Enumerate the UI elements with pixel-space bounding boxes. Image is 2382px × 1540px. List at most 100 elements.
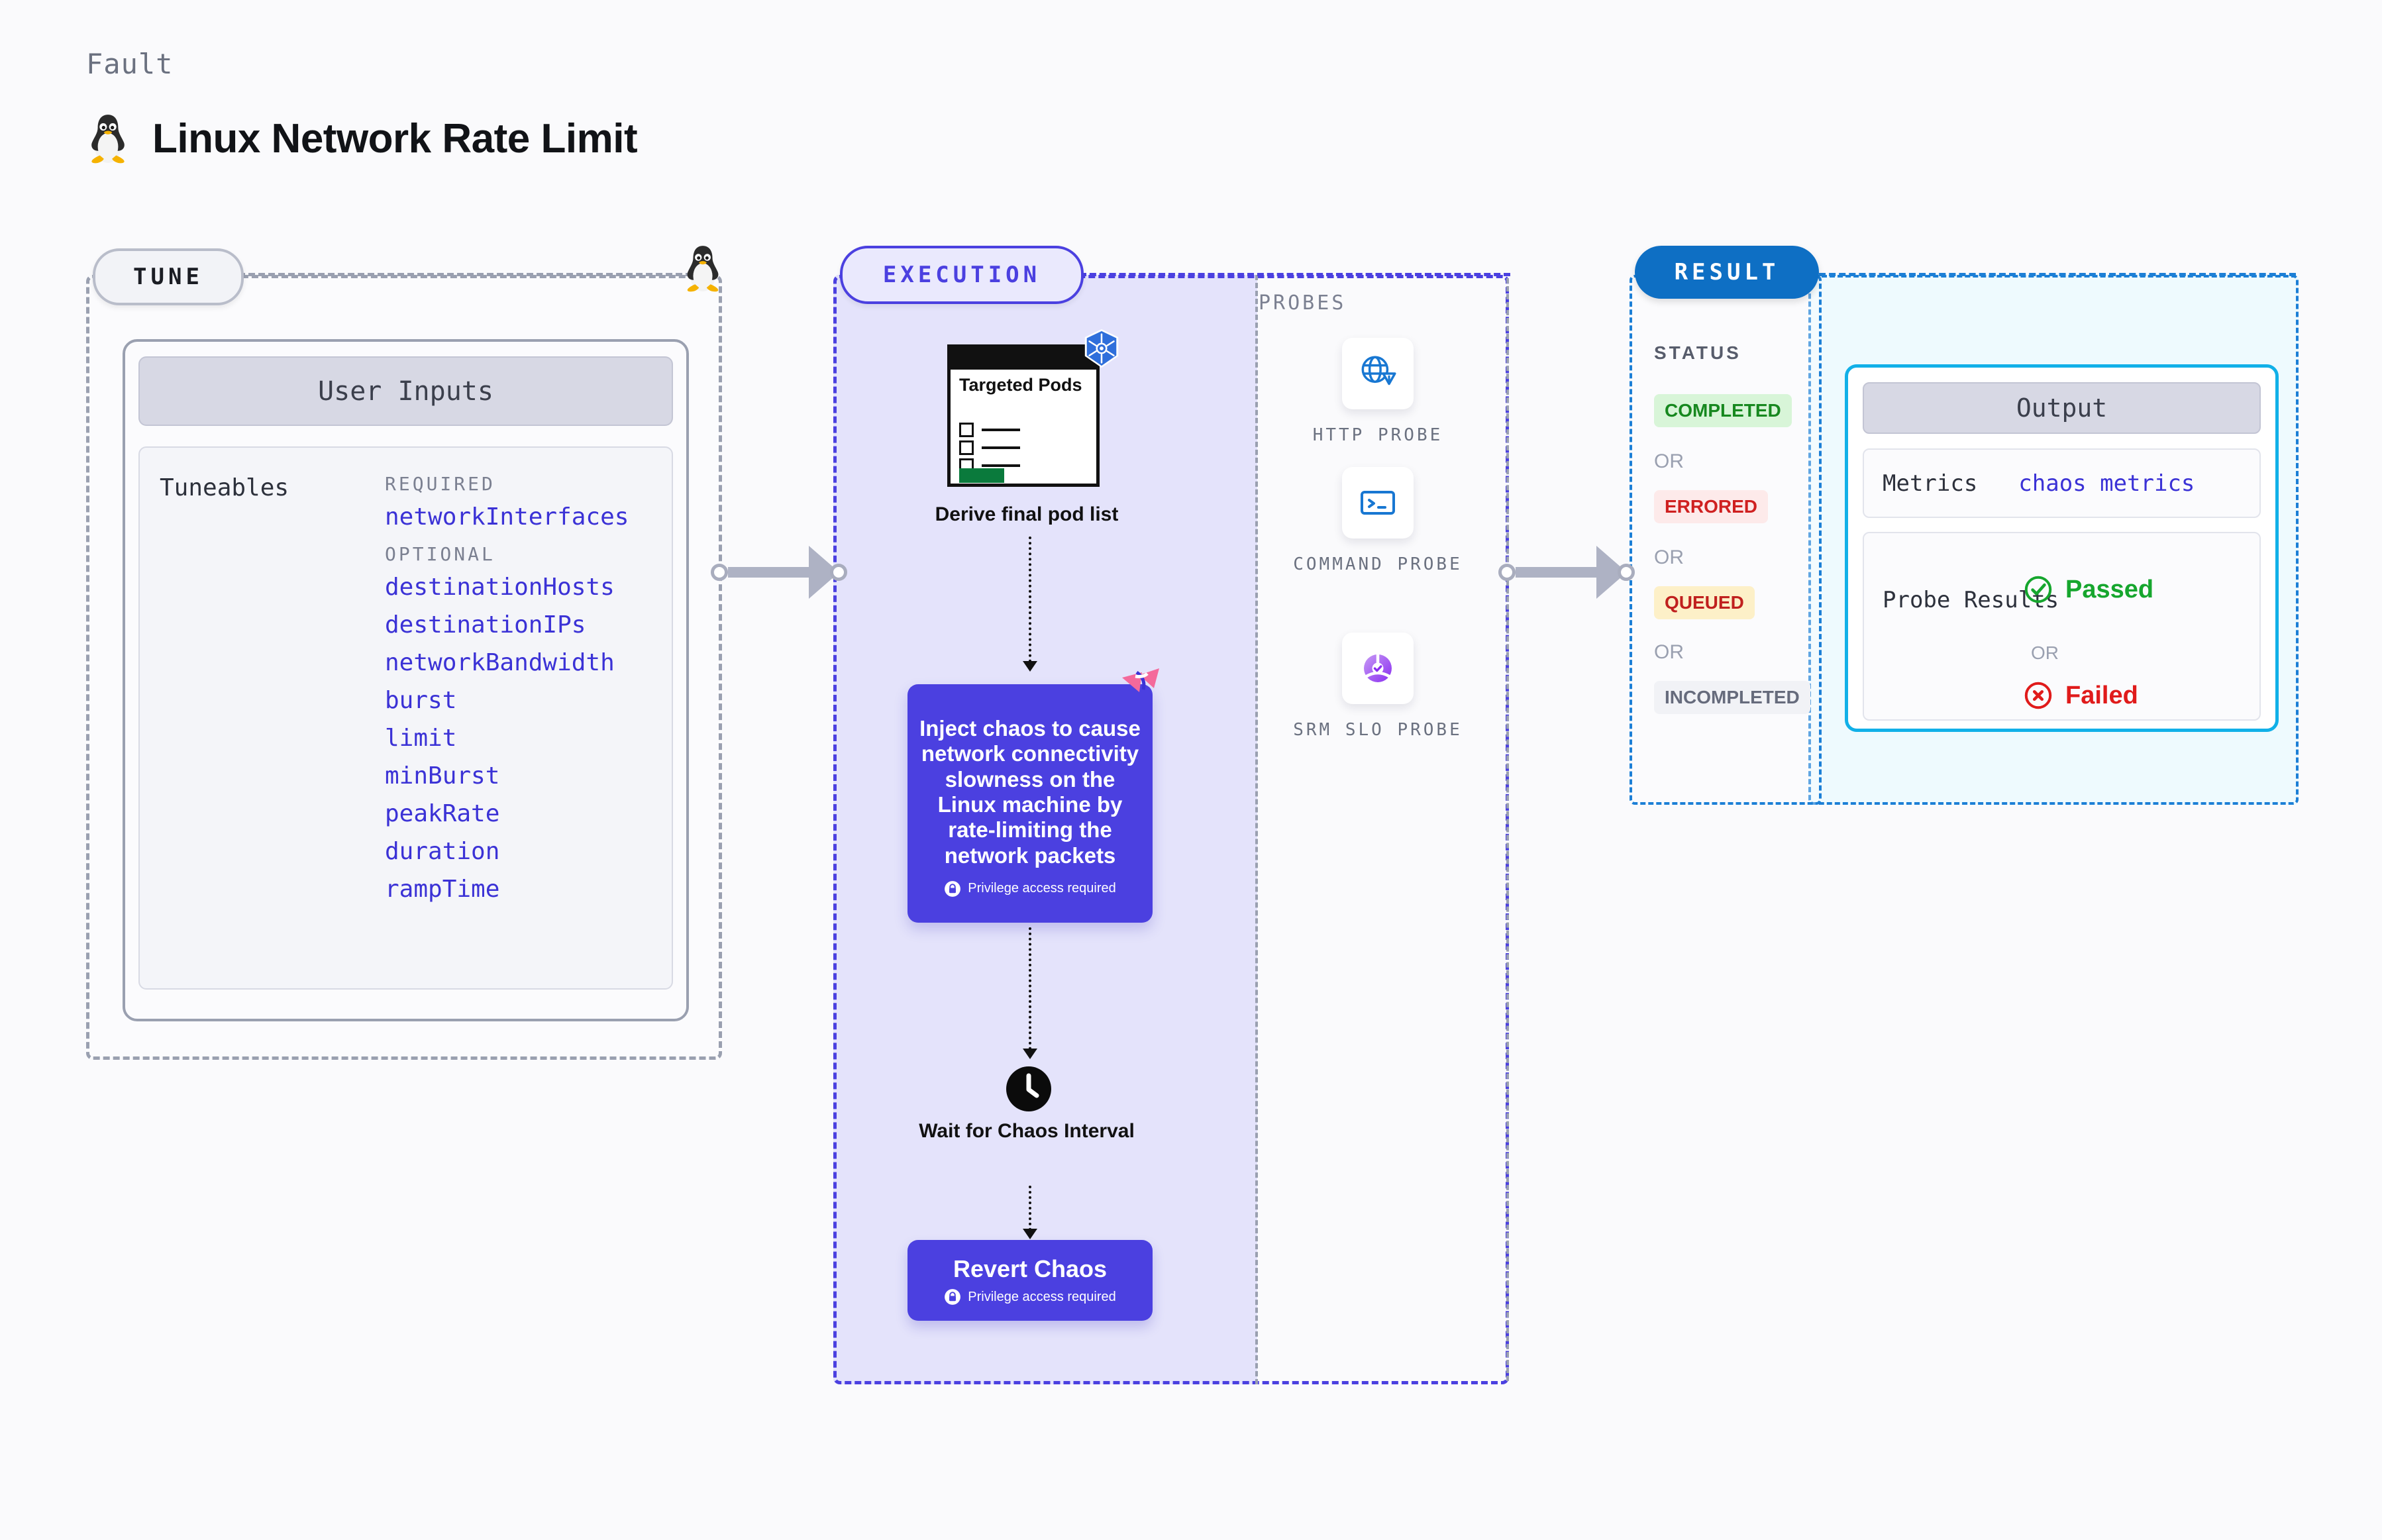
arrow-shaft xyxy=(728,567,809,578)
tuneable-item[interactable]: minBurst xyxy=(385,762,500,790)
progress-bar xyxy=(959,468,1004,483)
metrics-key: Metrics xyxy=(1883,470,1978,497)
inject-chaos-text: Inject chaos to cause network connectivi… xyxy=(919,716,1141,868)
metrics-value[interactable]: chaos metrics xyxy=(2018,470,2195,497)
execution-connector-line xyxy=(1080,273,1510,276)
probe-label: HTTP PROBE xyxy=(1312,425,1443,445)
status-label: STATUS xyxy=(1654,342,1741,363)
placeholder-line xyxy=(982,429,1020,431)
terminal-icon xyxy=(1342,467,1414,539)
linux-penguin-icon xyxy=(682,244,723,296)
probe-result-failed: Failed xyxy=(2023,680,2138,711)
pods-list-item xyxy=(959,440,1020,455)
status-badge-errored: ERRORED xyxy=(1654,490,1769,523)
probe-label: COMMAND PROBE xyxy=(1293,554,1463,574)
revert-chaos-title: Revert Chaos xyxy=(953,1255,1108,1282)
globe-warning-icon xyxy=(1342,338,1414,409)
tuneables-group-required: REQUIRED xyxy=(385,473,495,495)
probes-label: PROBES xyxy=(1259,291,1347,315)
user-inputs-card: User Inputs Tuneables REQUIRED networkIn… xyxy=(123,339,689,1021)
arrow-shaft xyxy=(1516,567,1596,578)
probe-label: SRM SLO PROBE xyxy=(1293,720,1463,740)
linux-penguin-icon xyxy=(86,113,130,164)
tune-connector-line xyxy=(238,273,702,276)
probe-results-row: Probe Results Passed OR Failed xyxy=(1863,532,2261,721)
arrow-execution-to-result xyxy=(1498,546,1635,599)
status-or-label: OR xyxy=(1654,546,1684,568)
wait-interval-caption: Wait for Chaos Interval xyxy=(919,1120,1135,1142)
flow-arrow-line xyxy=(1029,1186,1031,1231)
result-badge[interactable]: RESULT xyxy=(1635,246,1819,299)
derive-pod-list-caption: Derive final pod list xyxy=(935,503,1119,525)
probe-srm-slo[interactable]: SRM SLO PROBE xyxy=(1278,633,1477,742)
metrics-row: Metrics chaos metrics xyxy=(1863,448,2261,518)
arrow-end-dot xyxy=(1618,564,1635,581)
status-badge-incompleted: INCOMPLETED xyxy=(1654,681,1810,714)
probes-panel-right-edge xyxy=(1506,278,1509,1381)
arrow-start-dot xyxy=(711,564,728,581)
lock-icon xyxy=(945,880,961,897)
probe-passed-label: Passed xyxy=(2065,575,2154,603)
tuneables-group-optional: OPTIONAL xyxy=(385,543,495,565)
checkbox-icon xyxy=(959,440,974,455)
revert-chaos-box[interactable]: Revert Chaos Privilege access required xyxy=(907,1240,1153,1321)
flow-arrow-tip xyxy=(1023,1049,1037,1059)
status-badge-queued: QUEUED xyxy=(1654,586,1755,619)
result-connector-line xyxy=(1819,273,2296,276)
page-title: Linux Network Rate Limit xyxy=(152,115,638,162)
flow-arrow-tip xyxy=(1023,1229,1037,1239)
clock-icon xyxy=(1005,1065,1053,1116)
arrow-start-dot xyxy=(1498,564,1516,581)
probe-results-key: Probe Results xyxy=(1883,587,2059,613)
output-card: Output Metrics chaos metrics Probe Resul… xyxy=(1845,364,2279,732)
tuneables-list: REQUIRED networkInterfaces OPTIONAL dest… xyxy=(385,469,629,915)
tuneable-item[interactable]: burst xyxy=(385,687,457,714)
slo-donut-check-icon xyxy=(1342,633,1414,704)
page-kicker: Fault xyxy=(86,48,174,80)
targeted-pods-title: Targeted Pods xyxy=(959,375,1082,395)
inject-chaos-box[interactable]: Inject chaos to cause network connectivi… xyxy=(907,684,1153,923)
targeted-pods-card: Targeted Pods xyxy=(947,344,1100,487)
privilege-note: Privilege access required xyxy=(944,880,1116,898)
pods-list-item xyxy=(959,423,1020,437)
tuneable-item[interactable]: destinationHosts xyxy=(385,574,615,601)
tuneable-item[interactable]: destinationIPs xyxy=(385,611,586,639)
flow-arrow-tip xyxy=(1023,661,1037,672)
probe-result-passed: Passed xyxy=(2023,574,2153,605)
user-inputs-header: User Inputs xyxy=(138,356,673,426)
tuneable-item[interactable]: peakRate xyxy=(385,800,500,827)
arrow-tune-to-execution xyxy=(711,546,847,599)
result-status-panel xyxy=(1630,275,1822,805)
probes-panel xyxy=(1255,275,1510,1384)
tune-badge[interactable]: TUNE xyxy=(93,248,244,305)
probe-or-label: OR xyxy=(2031,642,2059,663)
probe-http[interactable]: HTTP PROBE xyxy=(1278,338,1477,447)
probe-command[interactable]: COMMAND PROBE xyxy=(1278,467,1477,576)
tuneables-box: Tuneables REQUIRED networkInterfaces OPT… xyxy=(138,446,673,990)
probe-failed-label: Failed xyxy=(2065,681,2138,709)
tuneable-item[interactable]: duration xyxy=(385,838,500,865)
lock-icon xyxy=(945,1289,961,1305)
tuneables-label: Tuneables xyxy=(160,474,289,501)
tuneable-item[interactable]: limit xyxy=(385,725,457,752)
x-circle-icon xyxy=(2024,682,2052,709)
status-or-label: OR xyxy=(1654,641,1684,663)
tuneable-item[interactable]: rampTime xyxy=(385,876,500,903)
kubernetes-helm-icon xyxy=(1081,328,1122,372)
page-title-row: Linux Network Rate Limit xyxy=(86,113,638,164)
arrow-end-dot xyxy=(830,564,847,581)
output-header: Output xyxy=(1863,382,2261,434)
check-circle-icon xyxy=(2024,576,2052,603)
tuneable-item[interactable]: networkInterfaces xyxy=(385,503,629,531)
placeholder-line xyxy=(982,446,1020,449)
tuneable-item[interactable]: networkBandwidth xyxy=(385,649,615,676)
placeholder-line xyxy=(982,464,1020,467)
checkbox-icon xyxy=(959,423,974,437)
targeted-pods-titlebar xyxy=(947,344,1100,370)
flow-arrow-line xyxy=(1029,537,1031,662)
execution-badge[interactable]: EXECUTION xyxy=(840,246,1084,304)
status-or-label: OR xyxy=(1654,450,1684,472)
litmuschaos-icon xyxy=(1119,666,1165,710)
flow-arrow-line xyxy=(1029,927,1031,1050)
status-badge-completed: COMPLETED xyxy=(1654,394,1792,427)
